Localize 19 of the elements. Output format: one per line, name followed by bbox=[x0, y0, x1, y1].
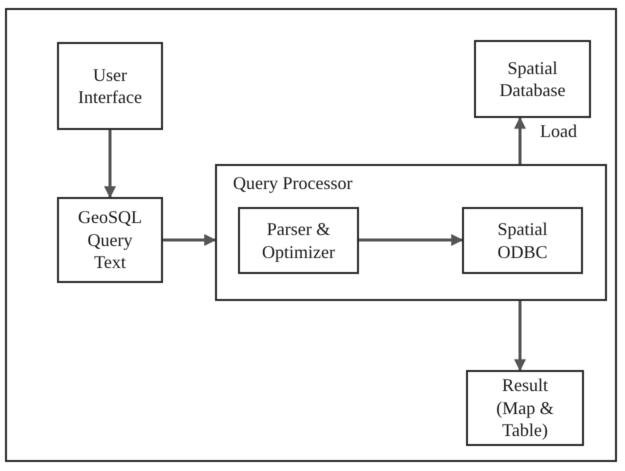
process-box bbox=[474, 40, 591, 118]
box-label: Spatial ODBC bbox=[496, 218, 548, 263]
box-label: User Interface bbox=[77, 64, 143, 108]
group-title: Query Processor bbox=[233, 172, 352, 194]
box-label: Spatial Database bbox=[498, 56, 566, 102]
process-box bbox=[238, 207, 359, 274]
box-label: GeoSQL Query Text bbox=[77, 206, 143, 274]
process-box bbox=[462, 207, 583, 274]
arrow bbox=[104, 130, 116, 198]
process-box bbox=[466, 370, 584, 446]
process-box bbox=[57, 42, 163, 130]
arrow bbox=[359, 234, 464, 246]
box-label: Parser & Optimizer bbox=[261, 218, 336, 263]
arrow bbox=[163, 234, 216, 246]
process-box bbox=[57, 197, 163, 283]
box-label: Result (Map & Table) bbox=[495, 374, 555, 442]
arrow bbox=[514, 301, 526, 372]
group-box bbox=[215, 164, 607, 301]
arrow bbox=[514, 116, 526, 164]
